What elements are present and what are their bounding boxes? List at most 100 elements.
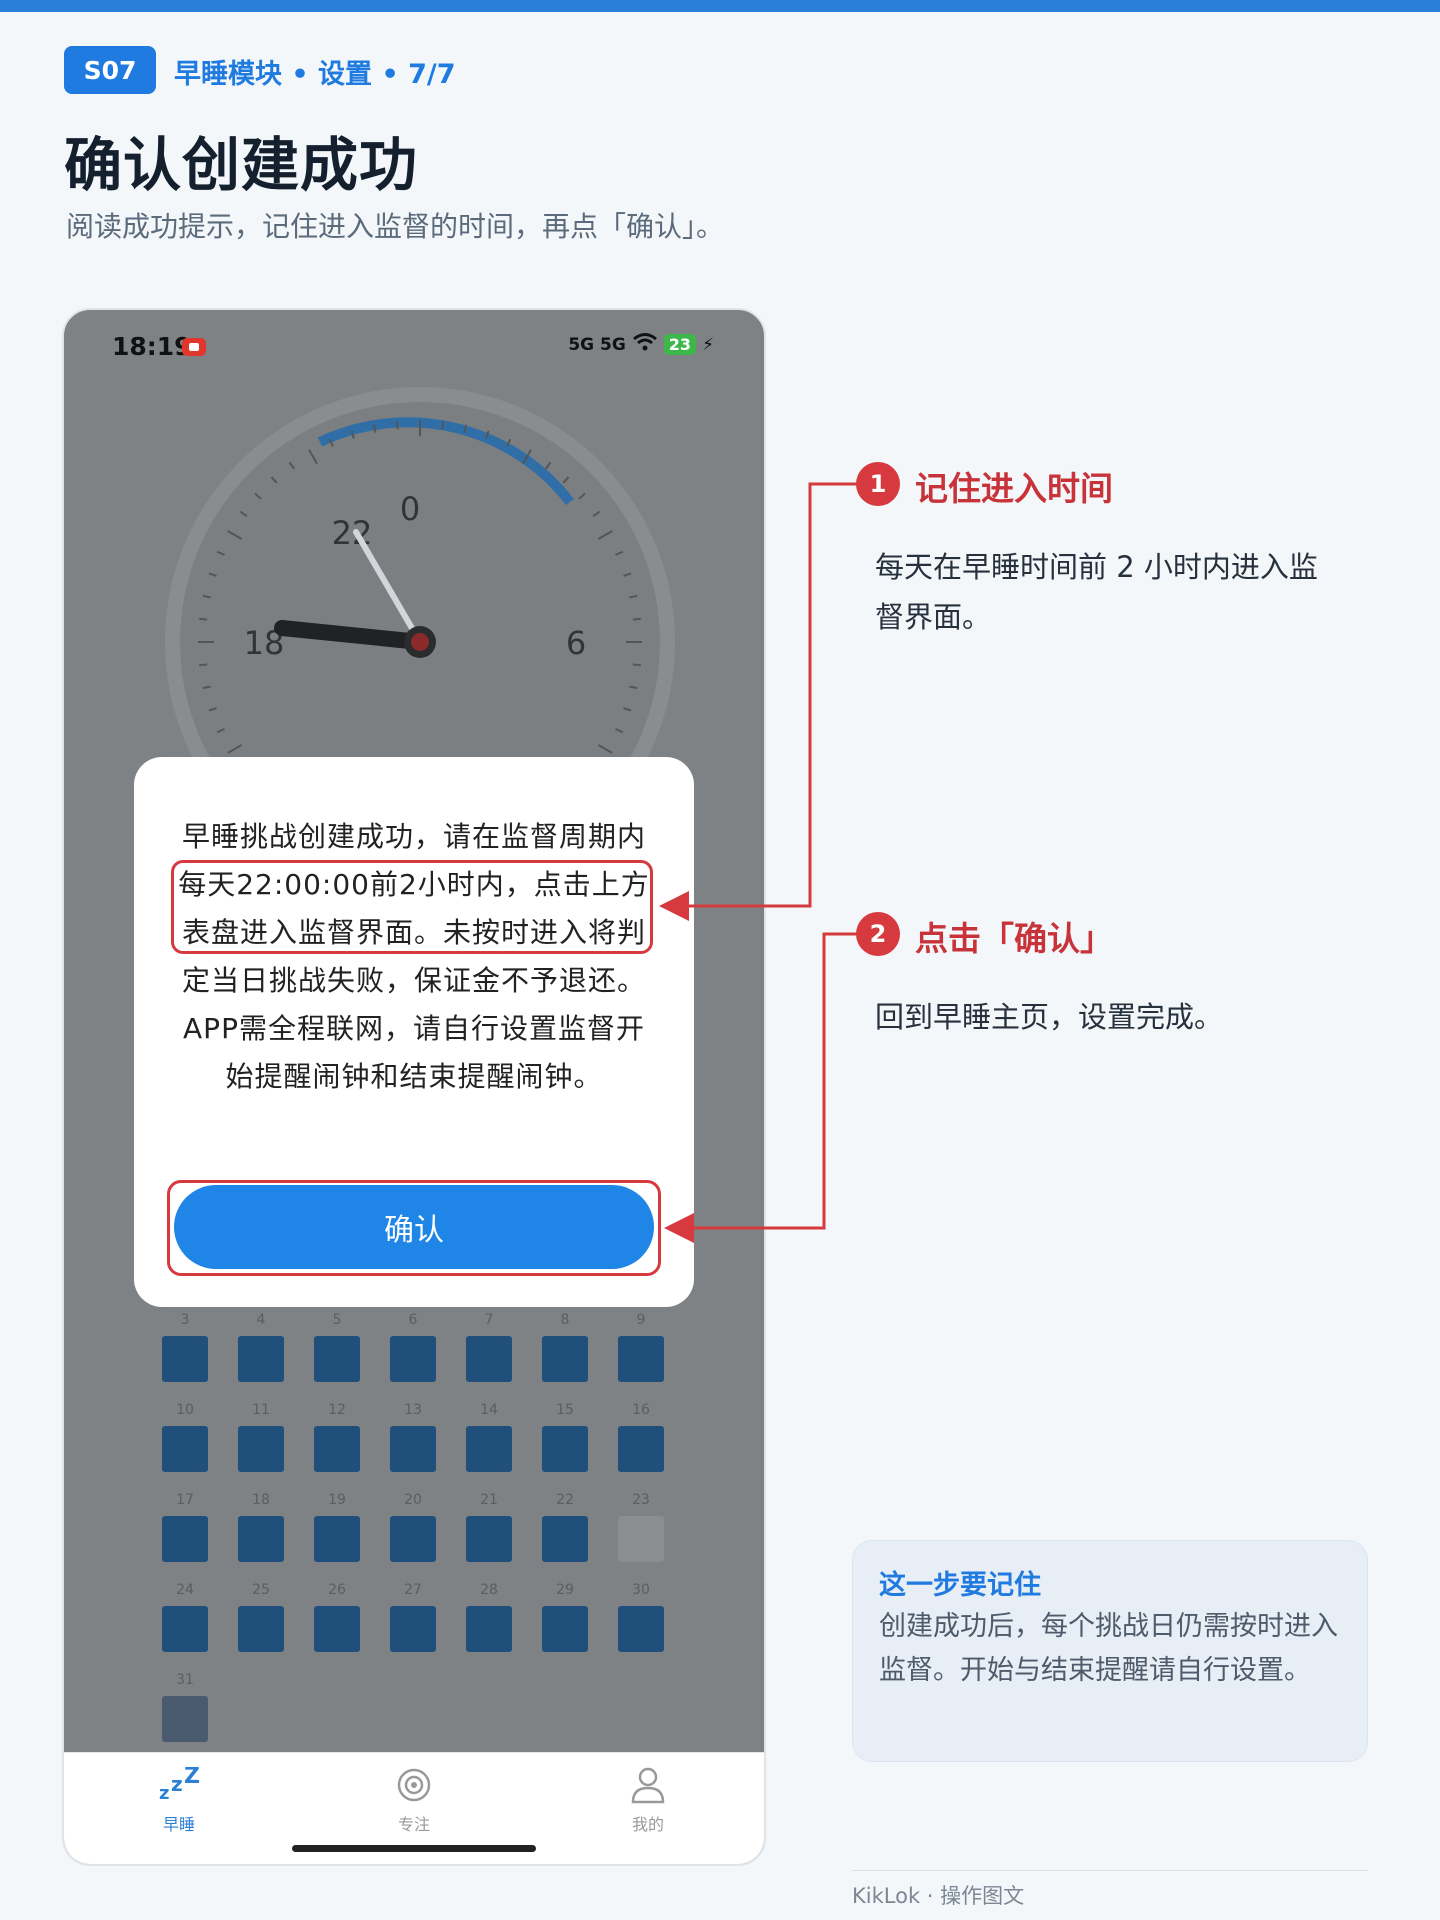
annotation-number: 1 <box>856 462 900 506</box>
calendar-day-number: 6 <box>408 1312 418 1328</box>
calendar-day-cell[interactable] <box>390 1426 436 1472</box>
calendar-day-cell[interactable] <box>618 1336 664 1382</box>
calendar-day-cell[interactable] <box>314 1516 360 1562</box>
calendar-day-number: 5 <box>332 1312 342 1328</box>
calendar-day-cell[interactable] <box>162 1606 208 1652</box>
charging-icon: ⚡ <box>702 334 714 355</box>
calendar-day-number: 21 <box>480 1492 498 1508</box>
calendar-day-number: 28 <box>480 1582 498 1598</box>
tab-label: 我的 <box>631 1815 664 1834</box>
calendar-day-cell[interactable] <box>618 1426 664 1472</box>
calendar-day-cell[interactable] <box>542 1336 588 1382</box>
svg-text:z: z <box>159 1783 169 1803</box>
calendar-day-cell[interactable] <box>466 1606 512 1652</box>
dialog-message: 早睡挑战创建成功，请在监督周期内每天22:00:00前2小时内，点击上方表盘进入… <box>178 820 650 1093</box>
calendar-day-number: 14 <box>480 1402 498 1418</box>
calendar-day-number: 11 <box>252 1402 270 1418</box>
page-subtitle: 阅读成功提示，记住进入监督的时间，再点「确认」。 <box>66 210 725 243</box>
screen-record-icon <box>182 338 206 356</box>
status-time: 18:19 <box>112 332 192 361</box>
calendar-day-cell[interactable] <box>542 1426 588 1472</box>
success-dialog: 早睡挑战创建成功，请在监督周期内每天22:00:00前2小时内，点击上方表盘进入… <box>134 757 694 1307</box>
confirm-button[interactable]: 确认 <box>174 1185 654 1269</box>
tip-body: 创建成功后，每个挑战日仍需按时进入监督。开始与结束提醒请自行设置。 <box>879 1611 1338 1686</box>
tip-card: 这一步要记住 创建成功后，每个挑战日仍需按时进入监督。开始与结束提醒请自行设置。 <box>852 1540 1368 1762</box>
calendar-day-number: 7 <box>484 1312 494 1328</box>
calendar-day-cell[interactable] <box>542 1606 588 1652</box>
svg-text:Z: Z <box>184 1767 200 1789</box>
target-icon <box>354 1761 474 1809</box>
calendar-day-cell[interactable] <box>390 1516 436 1562</box>
clock-label: 0 <box>400 490 420 528</box>
calendar-day-cell[interactable] <box>162 1426 208 1472</box>
annotation-title: 点击「确认」 <box>915 919 1113 958</box>
calendar-day-cell[interactable] <box>238 1516 284 1562</box>
signal-icon: 5G 5G <box>568 334 626 355</box>
calendar-day-cell[interactable] <box>466 1426 512 1472</box>
calendar-day-number: 26 <box>328 1582 346 1598</box>
calendar-day-number: 13 <box>404 1402 422 1418</box>
tab-focus[interactable]: 专注 <box>354 1761 474 1835</box>
breadcrumb: 早睡模块 • 设置 • 7/7 <box>174 59 456 90</box>
calendar-day-cell[interactable] <box>314 1426 360 1472</box>
tab-label: 早睡 <box>162 1815 195 1834</box>
annotation-body: 每天在早睡时间前 2 小时内进入监督界面。 <box>875 550 1318 634</box>
calendar-day-number: 4 <box>256 1312 266 1328</box>
calendar-day-cell[interactable] <box>314 1336 360 1382</box>
calendar-day-number: 22 <box>556 1492 574 1508</box>
page-title: 确认创建成功 <box>64 131 419 199</box>
calendar-day-cell[interactable] <box>618 1516 664 1562</box>
annotation-number: 2 <box>856 912 900 956</box>
clock-range-arc <box>317 417 574 506</box>
calendar-day-cell[interactable] <box>162 1336 208 1382</box>
tab-mine[interactable]: 我的 <box>588 1761 708 1835</box>
calendar-day-number: 25 <box>252 1582 270 1598</box>
calendar-day-number: 19 <box>328 1492 346 1508</box>
calendar-day-cell[interactable] <box>238 1606 284 1652</box>
user-icon <box>588 1761 708 1809</box>
hour-hand <box>274 620 428 650</box>
footer-credit: KikLok · 操作图文 <box>852 1884 1025 1908</box>
calendar-day-cell[interactable] <box>162 1516 208 1562</box>
calendar-day-number: 18 <box>252 1492 270 1508</box>
svg-text:z: z <box>171 1772 183 1796</box>
calendar-day-number: 20 <box>404 1492 422 1508</box>
wifi-icon <box>632 332 658 357</box>
calendar-day-number: 24 <box>176 1582 194 1598</box>
highlight-confirm-button <box>167 1180 661 1276</box>
calendar-day-cell[interactable] <box>542 1516 588 1562</box>
clock-label: 6 <box>566 624 586 662</box>
calendar-day-number: 9 <box>636 1312 646 1328</box>
minute-hand <box>353 529 423 645</box>
calendar-day-number: 29 <box>556 1582 574 1598</box>
calendar-day-number: 31 <box>176 1672 194 1688</box>
tip-title: 这一步要记住 <box>879 1570 1041 1601</box>
annotation-body: 回到早睡主页，设置完成。 <box>875 1000 1224 1034</box>
top-accent-bar <box>0 0 1440 12</box>
footer-divider <box>852 1870 1368 1871</box>
calendar-day-number: 12 <box>328 1402 346 1418</box>
calendar-day-number: 10 <box>176 1402 194 1418</box>
calendar-day-cell[interactable] <box>238 1336 284 1382</box>
step-badge: S07 <box>64 46 156 94</box>
calendar-day-cell[interactable] <box>390 1606 436 1652</box>
calendar-day-number: 15 <box>556 1402 574 1418</box>
calendar-day-cell[interactable] <box>314 1606 360 1652</box>
calendar-day-number: 23 <box>632 1492 650 1508</box>
calendar-day-cell[interactable] <box>162 1696 208 1742</box>
battery-icon: 23 <box>663 334 697 355</box>
tab-label: 专注 <box>397 1815 430 1834</box>
calendar-day-number: 16 <box>632 1402 650 1418</box>
calendar-day-cell[interactable] <box>390 1336 436 1382</box>
calendar-day-cell[interactable] <box>466 1516 512 1562</box>
home-indicator <box>292 1845 536 1852</box>
calendar-day-number: 8 <box>560 1312 570 1328</box>
calendar-day-cell[interactable] <box>618 1606 664 1652</box>
annotation-title: 记住进入时间 <box>915 469 1113 508</box>
calendar-day-cell[interactable] <box>466 1336 512 1382</box>
calendar-day-cell[interactable] <box>238 1426 284 1472</box>
status-icons: 5G 5G 23 ⚡ <box>568 332 714 357</box>
